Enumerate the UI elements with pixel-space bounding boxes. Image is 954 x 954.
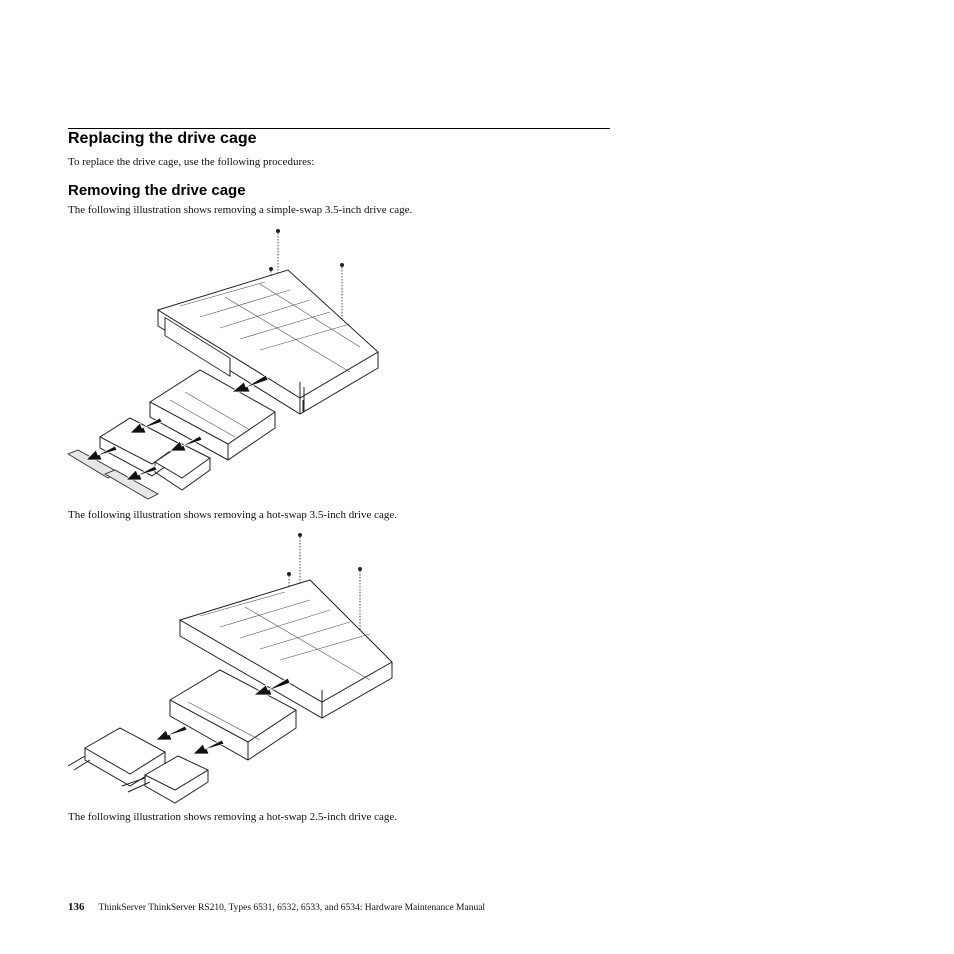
page-number: 136 bbox=[68, 901, 85, 913]
drive-cage bbox=[168, 669, 297, 761]
server-chassis bbox=[178, 579, 393, 719]
section-rule bbox=[68, 128, 610, 129]
page-footer: 136 ThinkServer ThinkServer RS210, Types … bbox=[68, 901, 485, 913]
illustration-simple-swap-drive-cage bbox=[67, 229, 379, 500]
drive-cage bbox=[149, 369, 276, 461]
hot-swap-drive-left bbox=[67, 727, 166, 787]
footer-text: ThinkServer ThinkServer RS210, Types 653… bbox=[98, 903, 486, 913]
section-intro: To replace the drive cage, use the follo… bbox=[68, 156, 315, 168]
illustration-hot-swap-3-5-drive-cage bbox=[67, 533, 393, 804]
removal-arrows bbox=[155, 677, 291, 755]
caption-hot-swap-2-5: The following illustration shows removin… bbox=[68, 811, 398, 823]
caption-simple-swap-3-5: The following illustration shows removin… bbox=[68, 204, 413, 216]
section-title: Replacing the drive cage bbox=[68, 130, 257, 147]
removal-arrows bbox=[85, 374, 269, 481]
caption-hot-swap-3-5: The following illustration shows removin… bbox=[68, 509, 398, 521]
subsection-title: Removing the drive cage bbox=[68, 182, 246, 199]
server-chassis bbox=[156, 269, 379, 415]
filler-panels bbox=[67, 449, 159, 500]
hot-swap-drive-right bbox=[121, 755, 210, 804]
